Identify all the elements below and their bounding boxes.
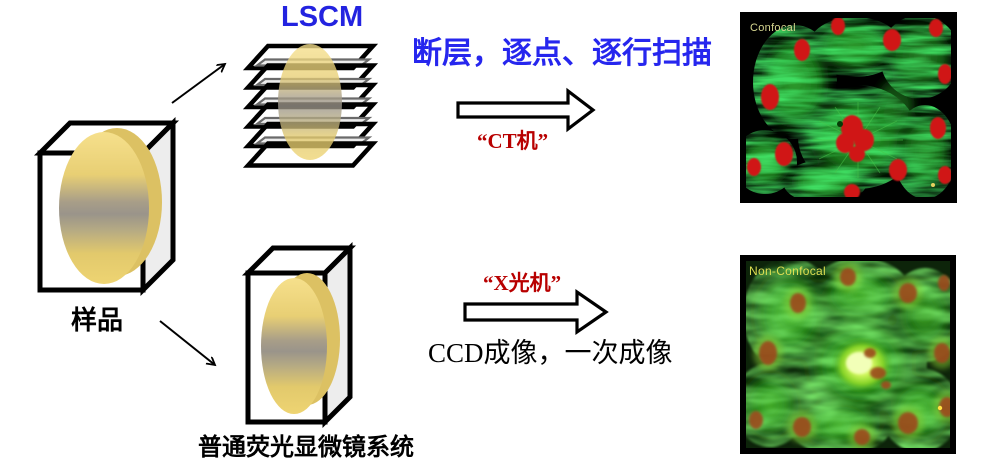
stack-sample-ellipse <box>278 44 342 160</box>
ccd-description: CCD成像，一次成像 <box>428 338 673 368</box>
confocal-label: Confocal <box>750 22 796 34</box>
xray-machine-label: “X光机” <box>483 271 562 295</box>
arrow-down-right <box>159 320 215 365</box>
block-arrow-bottom <box>463 288 609 336</box>
sample-ellipse-front <box>59 132 149 284</box>
nuclei <box>747 18 951 197</box>
arrow-up-right <box>171 64 225 104</box>
lscm-title: LSCM <box>281 1 364 33</box>
microscope-cube <box>241 241 357 429</box>
nonconfocal-image <box>740 255 956 454</box>
scan-description: 断层，逐点、逐行扫描 <box>412 37 712 70</box>
nonconfocal-micrograph: Non-Confocal <box>740 255 956 454</box>
microscope-system-label: 普通荧光显微镜系统 <box>198 434 414 461</box>
block-arrow-top <box>456 87 596 133</box>
nuclei <box>749 268 950 445</box>
confocal-micrograph: Confocal <box>740 12 957 203</box>
sample-cube <box>33 116 180 297</box>
lscm-slice-stack <box>242 43 379 168</box>
microscope-ellipse-front <box>261 278 327 414</box>
nonconfocal-label: Non-Confocal <box>749 264 826 278</box>
sample-label: 样品 <box>71 305 124 335</box>
confocal-image <box>740 12 957 203</box>
ct-machine-label: “CT机” <box>477 129 549 153</box>
